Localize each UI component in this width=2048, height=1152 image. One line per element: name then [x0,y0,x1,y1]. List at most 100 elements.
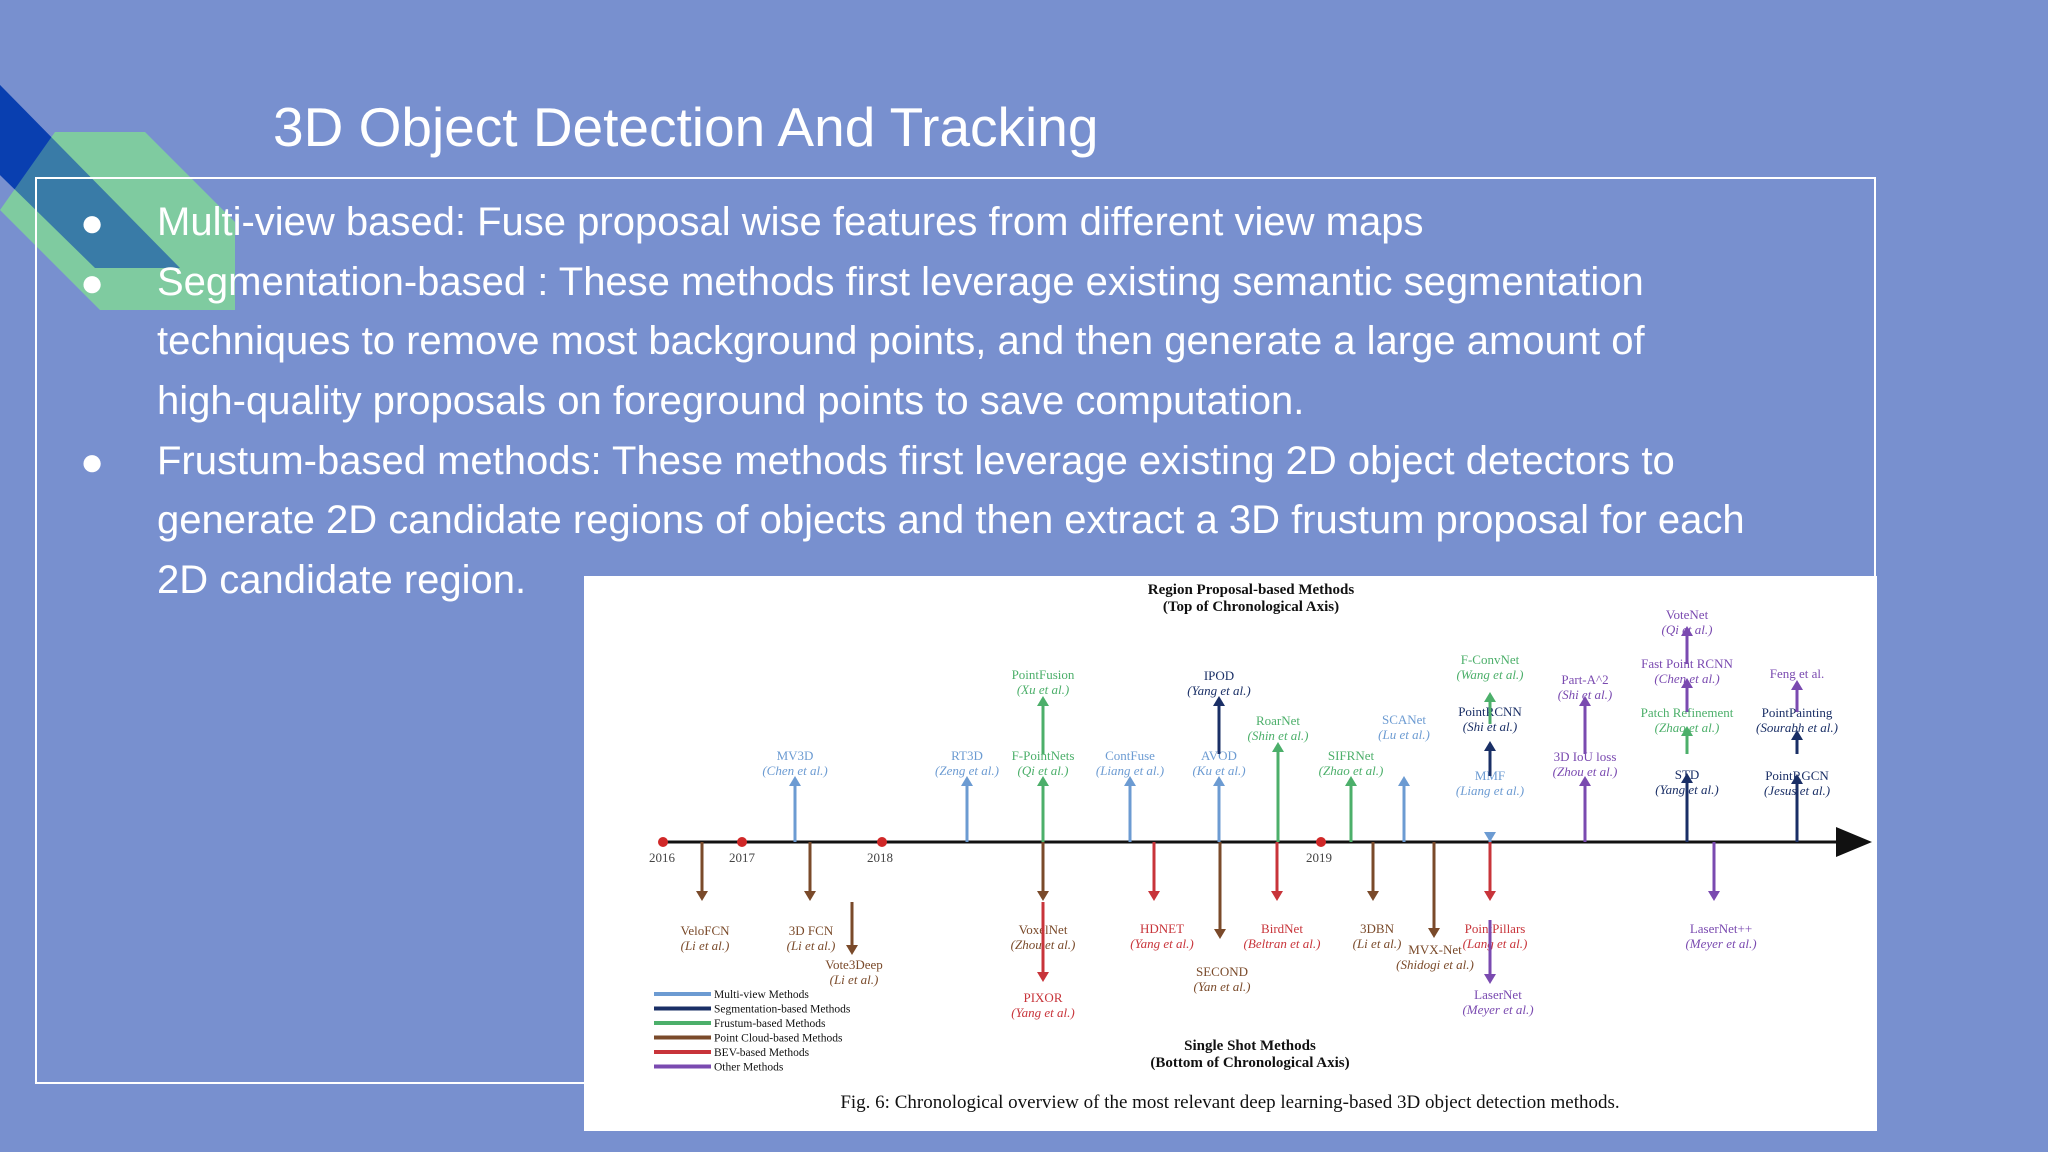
legend-label: BEV-based Methods [714,1047,810,1059]
legend-label: Multi-view Methods [714,989,809,1001]
method-author: (Shin et al.) [1247,728,1308,743]
method-name: SIFRNet [1328,748,1375,763]
method-arrowhead [1037,776,1049,786]
method-name: SCANet [1382,712,1426,727]
method-author: (Sourabh et al.) [1756,720,1838,735]
year-label: 2016 [649,850,676,865]
bottom-heading-line-2: (Bottom of Chronological Axis) [1150,1055,1349,1071]
method-author: (Li et al.) [787,938,836,953]
bullet-2-line-3: high-quality proposals on foreground poi… [157,379,1305,423]
corner-decoration [0,85,235,310]
method-name: MV3D [777,748,814,763]
method-author: (Li et al.) [681,938,730,953]
method-author: (Beltran et al.) [1244,936,1321,951]
year-marker [737,837,747,847]
method-author: (Xu et al.) [1017,682,1069,697]
method-name: AVOD [1201,748,1237,763]
year-marker [1316,837,1326,847]
method-arrowhead [1124,776,1136,786]
method-arrowhead [789,776,801,786]
method-author: (Liang et al.) [1096,763,1164,778]
method-author: (Zhao et al.) [1655,720,1720,735]
method-name: HDNET [1140,921,1184,936]
bullet-1-line-1: Multi-view based: Fuse proposal wise fea… [157,200,1424,244]
method-arrowhead [1579,696,1591,706]
method-arrowhead [961,776,973,786]
method-name: LaserNet [1474,987,1522,1002]
timeline-diagram: Region Proposal-based Methods (Top of Ch… [649,582,1872,1113]
method-author: (Li et al.) [1353,936,1402,951]
method-author: (Qi et al.) [1018,763,1069,778]
method-arrowhead [1398,776,1410,786]
bullet-2-line-1: Segmentation-based : These methods first… [157,260,1644,304]
top-heading-line-1: Region Proposal-based Methods [1148,582,1355,598]
year-label: 2018 [867,850,893,865]
method-arrowhead [1272,742,1284,752]
timeline-figure: Region Proposal-based Methods (Top of Ch… [584,576,1877,1131]
method-arrowhead [1681,678,1693,688]
bullet-3-line-3: 2D candidate region. [157,558,527,602]
method-author: (Lu et al.) [1378,727,1430,742]
method-name: F-PointNets [1012,748,1075,763]
method-arrowhead [1367,891,1379,901]
year-marker [877,837,887,847]
year-label: 2019 [1306,850,1332,865]
legend-label: Point Cloud-based Methods [714,1033,843,1045]
method-arrowhead [1681,626,1693,636]
bullet-2-line-2: techniques to remove most background poi… [157,319,1645,363]
figure-caption: Fig. 6: Chronological overview of the mo… [840,1092,1619,1113]
method-author: (Yang et al.) [1655,782,1718,797]
method-arrowhead [1791,730,1803,740]
year-marker [658,837,668,847]
method-arrowhead [1148,891,1160,901]
blue-stripe-overlay [0,85,180,268]
method-author: (Liang et al.) [1456,783,1524,798]
method-arrowhead [1037,891,1049,901]
method-author: (Ku et al.) [1192,763,1245,778]
method-author: (Zeng et al.) [935,763,999,778]
method-name: BirdNet [1261,921,1303,936]
method-author: (Shi et al.) [1463,719,1518,734]
method-arrowhead [1484,832,1496,842]
method-arrowhead [1271,891,1283,901]
method-name: PointFusion [1012,667,1075,682]
bullet-dot: ● [80,440,105,484]
top-heading-line-2: (Top of Chronological Axis) [1163,599,1339,615]
method-name: PointPillars [1465,921,1526,936]
method-arrowhead [1708,891,1720,901]
method-author: (Qi et al.) [1662,622,1713,637]
method-arrowhead [1213,696,1225,706]
method-author: (Yang et al.) [1130,936,1193,951]
method-arrowhead [804,891,816,901]
method-author: (Yang et al.) [1187,683,1250,698]
method-author: (Meyer et al.) [1462,1002,1533,1017]
method-name: PointPainting [1762,705,1833,720]
method-name: RoarNet [1256,713,1300,728]
method-name: 3D FCN [789,923,834,938]
bullet-3-line-1: Frustum-based methods: These methods fir… [157,439,1675,483]
method-arrowhead [1791,774,1803,784]
method-name: VeloFCN [680,923,730,938]
method-name: PointRGCN [1765,768,1829,783]
method-arrowhead [1484,741,1496,751]
slide-title: 3D Object Detection And Tracking [273,96,1099,158]
method-author: (Chen et al.) [762,763,827,778]
method-author: (Shi et al.) [1558,687,1613,702]
method-arrowhead [1579,776,1591,786]
method-author: (Zhou et al.) [1553,764,1618,779]
method-author: (Wang et al.) [1456,667,1523,682]
bullet-3-line-2: generate 2D candidate regions of objects… [157,498,1745,542]
method-author: (Yang et al.) [1011,1005,1074,1020]
method-author: (Lang et al.) [1463,936,1528,951]
method-arrowhead [1214,929,1226,939]
method-name: Feng et al. [1770,666,1825,681]
method-arrowhead [846,945,858,955]
method-arrowhead [1791,680,1803,690]
legend-label: Frustum-based Methods [714,1018,826,1030]
method-arrowhead [1484,692,1496,702]
legend-label: Other Methods [714,1062,784,1074]
method-author: (Jesus et al.) [1764,783,1830,798]
method-author: (Meyer et al.) [1685,936,1756,951]
method-name: 3D IoU loss [1554,749,1617,764]
